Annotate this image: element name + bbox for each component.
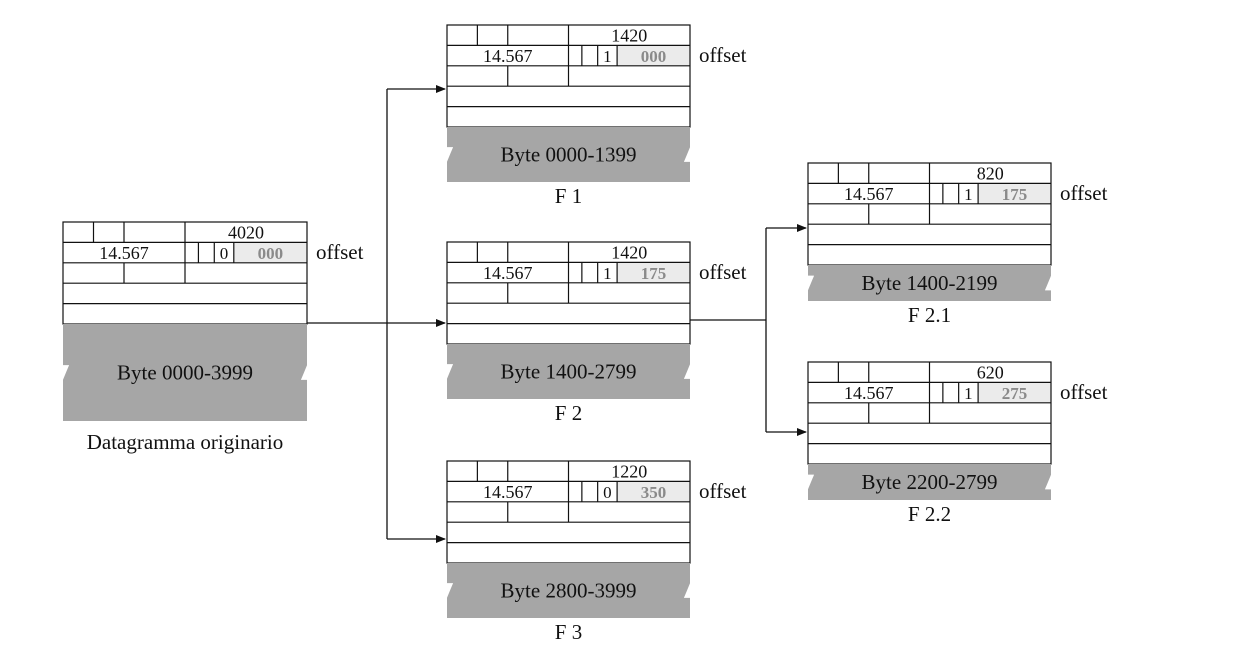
identification-value: 14.567 <box>483 482 533 502</box>
offset-field-bg <box>978 183 1051 204</box>
more-fragments-flag: 1 <box>603 264 612 283</box>
total-length-value: 1220 <box>611 461 647 481</box>
more-fragments-flag: 0 <box>603 483 612 502</box>
payload-block <box>447 563 690 618</box>
payload-tear-left <box>807 275 814 291</box>
payload-byte-range: Byte 2200-2799 <box>862 470 998 494</box>
payload-tear-left <box>62 365 69 380</box>
datagram-caption: F 2.2 <box>908 502 951 526</box>
payload-tear-left <box>807 474 814 490</box>
payload-block <box>447 344 690 399</box>
offset-label: offset <box>1060 181 1108 205</box>
fragment-offset-value: 000 <box>258 244 284 263</box>
datagram-caption: F 2 <box>555 401 582 425</box>
payload-byte-range: Byte 2800-3999 <box>501 579 637 603</box>
fragment-offset-value: 275 <box>1002 384 1028 403</box>
identification-value: 14.567 <box>844 184 894 204</box>
fragment-offset-value: 350 <box>641 483 667 502</box>
identification-value: 14.567 <box>99 243 149 263</box>
identification-value: 14.567 <box>483 263 533 283</box>
total-length-value: 1420 <box>611 242 647 262</box>
offset-field-bg <box>233 242 307 263</box>
offset-label: offset <box>699 479 747 503</box>
more-fragments-flag: 1 <box>964 384 973 403</box>
offset-label: offset <box>1060 380 1108 404</box>
offset-label: offset <box>699 43 747 67</box>
payload-block <box>447 127 690 182</box>
payload-tear-left <box>446 147 453 162</box>
more-fragments-flag: 1 <box>603 47 612 66</box>
offset-field-bg <box>617 481 690 502</box>
payload-byte-range: Byte 1400-2199 <box>862 271 998 295</box>
payload-block <box>63 324 307 421</box>
offset-field-bg <box>978 382 1051 403</box>
payload-tear-right <box>684 583 691 598</box>
total-length-value: 1420 <box>611 25 647 45</box>
payload-tear-left <box>446 364 453 379</box>
total-length-value: 4020 <box>228 222 264 242</box>
datagram-caption: F 3 <box>555 620 582 644</box>
payload-tear-left <box>446 583 453 598</box>
more-fragments-flag: 1 <box>964 185 973 204</box>
fragment-offset-value: 175 <box>1002 185 1028 204</box>
fragment-offset-value: 175 <box>641 264 667 283</box>
more-fragments-flag: 0 <box>220 244 229 263</box>
offset-label: offset <box>316 240 364 264</box>
payload-tear-right <box>1045 275 1052 291</box>
identification-value: 14.567 <box>483 46 533 66</box>
payload-tear-right <box>301 365 308 380</box>
datagram-caption: F 2.1 <box>908 303 951 327</box>
datagram-caption: F 1 <box>555 184 582 208</box>
payload-byte-range: Byte 1400-2799 <box>501 360 637 384</box>
payload-tear-right <box>1045 474 1052 490</box>
total-length-value: 620 <box>977 362 1004 382</box>
payload-tear-right <box>684 364 691 379</box>
payload-block <box>808 464 1051 500</box>
offset-field-bg <box>617 262 690 283</box>
connectors-original <box>307 85 446 543</box>
payload-byte-range: Byte 0000-1399 <box>501 143 637 167</box>
total-length-value: 820 <box>977 163 1004 183</box>
connectors-f2 <box>690 224 807 436</box>
fragment-offset-value: 000 <box>641 47 667 66</box>
payload-block <box>808 265 1051 301</box>
payload-byte-range: Byte 0000-3999 <box>117 361 253 385</box>
offset-label: offset <box>699 260 747 284</box>
datagram-caption: Datagramma originario <box>87 430 284 454</box>
offset-field-bg <box>617 45 690 66</box>
payload-tear-right <box>684 147 691 162</box>
identification-value: 14.567 <box>844 383 894 403</box>
